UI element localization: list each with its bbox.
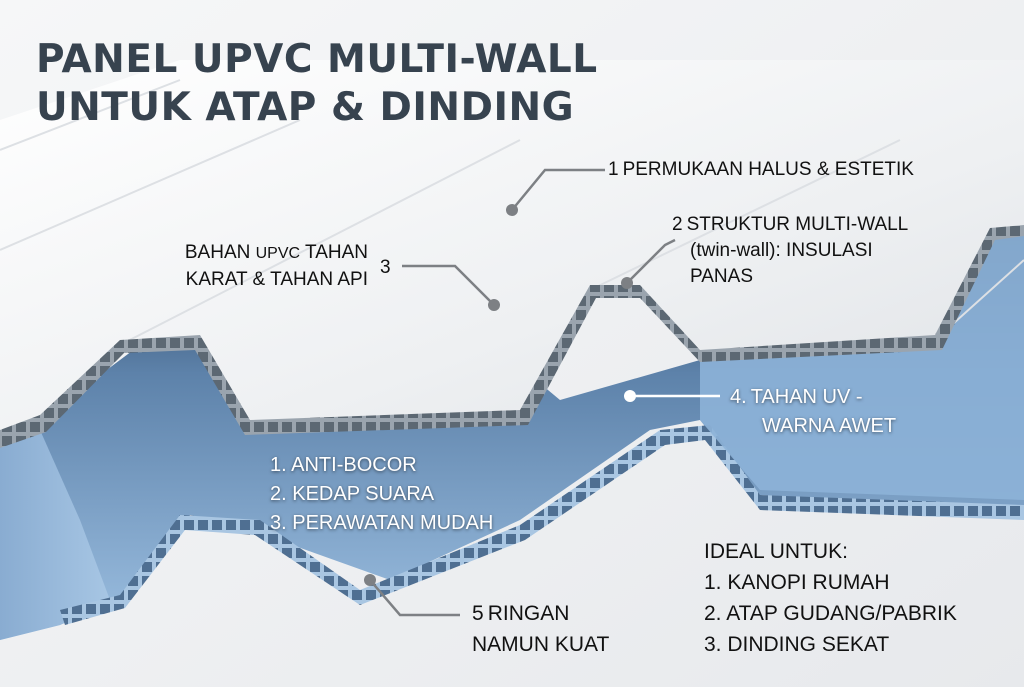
leader-dots [364, 204, 636, 586]
ideal-for-item: 2. ATAP GUDANG/PABRIK [704, 602, 957, 625]
callout-2-line-3: PANAS [690, 266, 754, 287]
ideal-for-heading: IDEAL UNTUK: [704, 540, 848, 563]
ideal-for-item: 1. KANOPI RUMAH [704, 571, 890, 594]
ideal-for-block: IDEAL UNTUK: 1. KANOPI RUMAH 2. ATAP GUD… [704, 536, 957, 660]
callout-2-line-1: STRUKTUR MULTI-WALL [686, 214, 909, 235]
callout-3: BAHAN UPVC TAHAN KARAT & TAHAN API [148, 240, 368, 293]
callout-3-number: 3 [380, 257, 391, 278]
page-title: PANEL UPVC MULTI-WALL UNTUK ATAP & DINDI… [36, 36, 598, 132]
callout-4-number: 4. [730, 386, 747, 408]
callout-5-line-2: NAMUN KUAT [472, 633, 610, 656]
callout-4: 4.TAHAN UV - WARNA AWET [730, 383, 896, 441]
callout-4-line-2: WARNA AWET [762, 415, 897, 437]
ideal-for-item: 3. DINDING SEKAT [704, 633, 890, 656]
title-line-1: PANEL UPVC MULTI-WALL [36, 37, 598, 82]
callout-5-line-1: RINGAN [487, 602, 570, 625]
callout-3-line-1b: UPVC [255, 245, 301, 262]
callout-2-line-2: (twin-wall): INSULASI [690, 240, 873, 261]
title-line-2: UNTUK ATAP & DINDING [36, 85, 575, 130]
callout-3-line-1c: TAHAN [305, 242, 368, 263]
callout-1-number: 1 [608, 159, 619, 180]
benefit-item: 3. PERAWATAN MUDAH [270, 512, 494, 534]
leader-lines [369, 168, 720, 617]
benefit-item: 1. ANTI-BOCOR [270, 454, 417, 476]
callout-3-line-1a: BAHAN [184, 242, 251, 263]
benefits-list: 1. ANTI-BOCOR 2. KEDAP SUARA 3. PERAWATA… [270, 451, 493, 538]
white-panel [0, 60, 1024, 448]
callout-2-number: 2 [672, 214, 683, 235]
callout-1-text: PERMUKAAN HALUS & ESTETIK [622, 159, 914, 180]
callout-4-line-1: TAHAN UV - [750, 386, 863, 408]
callout-5-number: 5 [472, 602, 484, 625]
benefit-item: 2. KEDAP SUARA [270, 483, 435, 505]
callout-3-line-2: KARAT & TAHAN API [185, 269, 368, 290]
